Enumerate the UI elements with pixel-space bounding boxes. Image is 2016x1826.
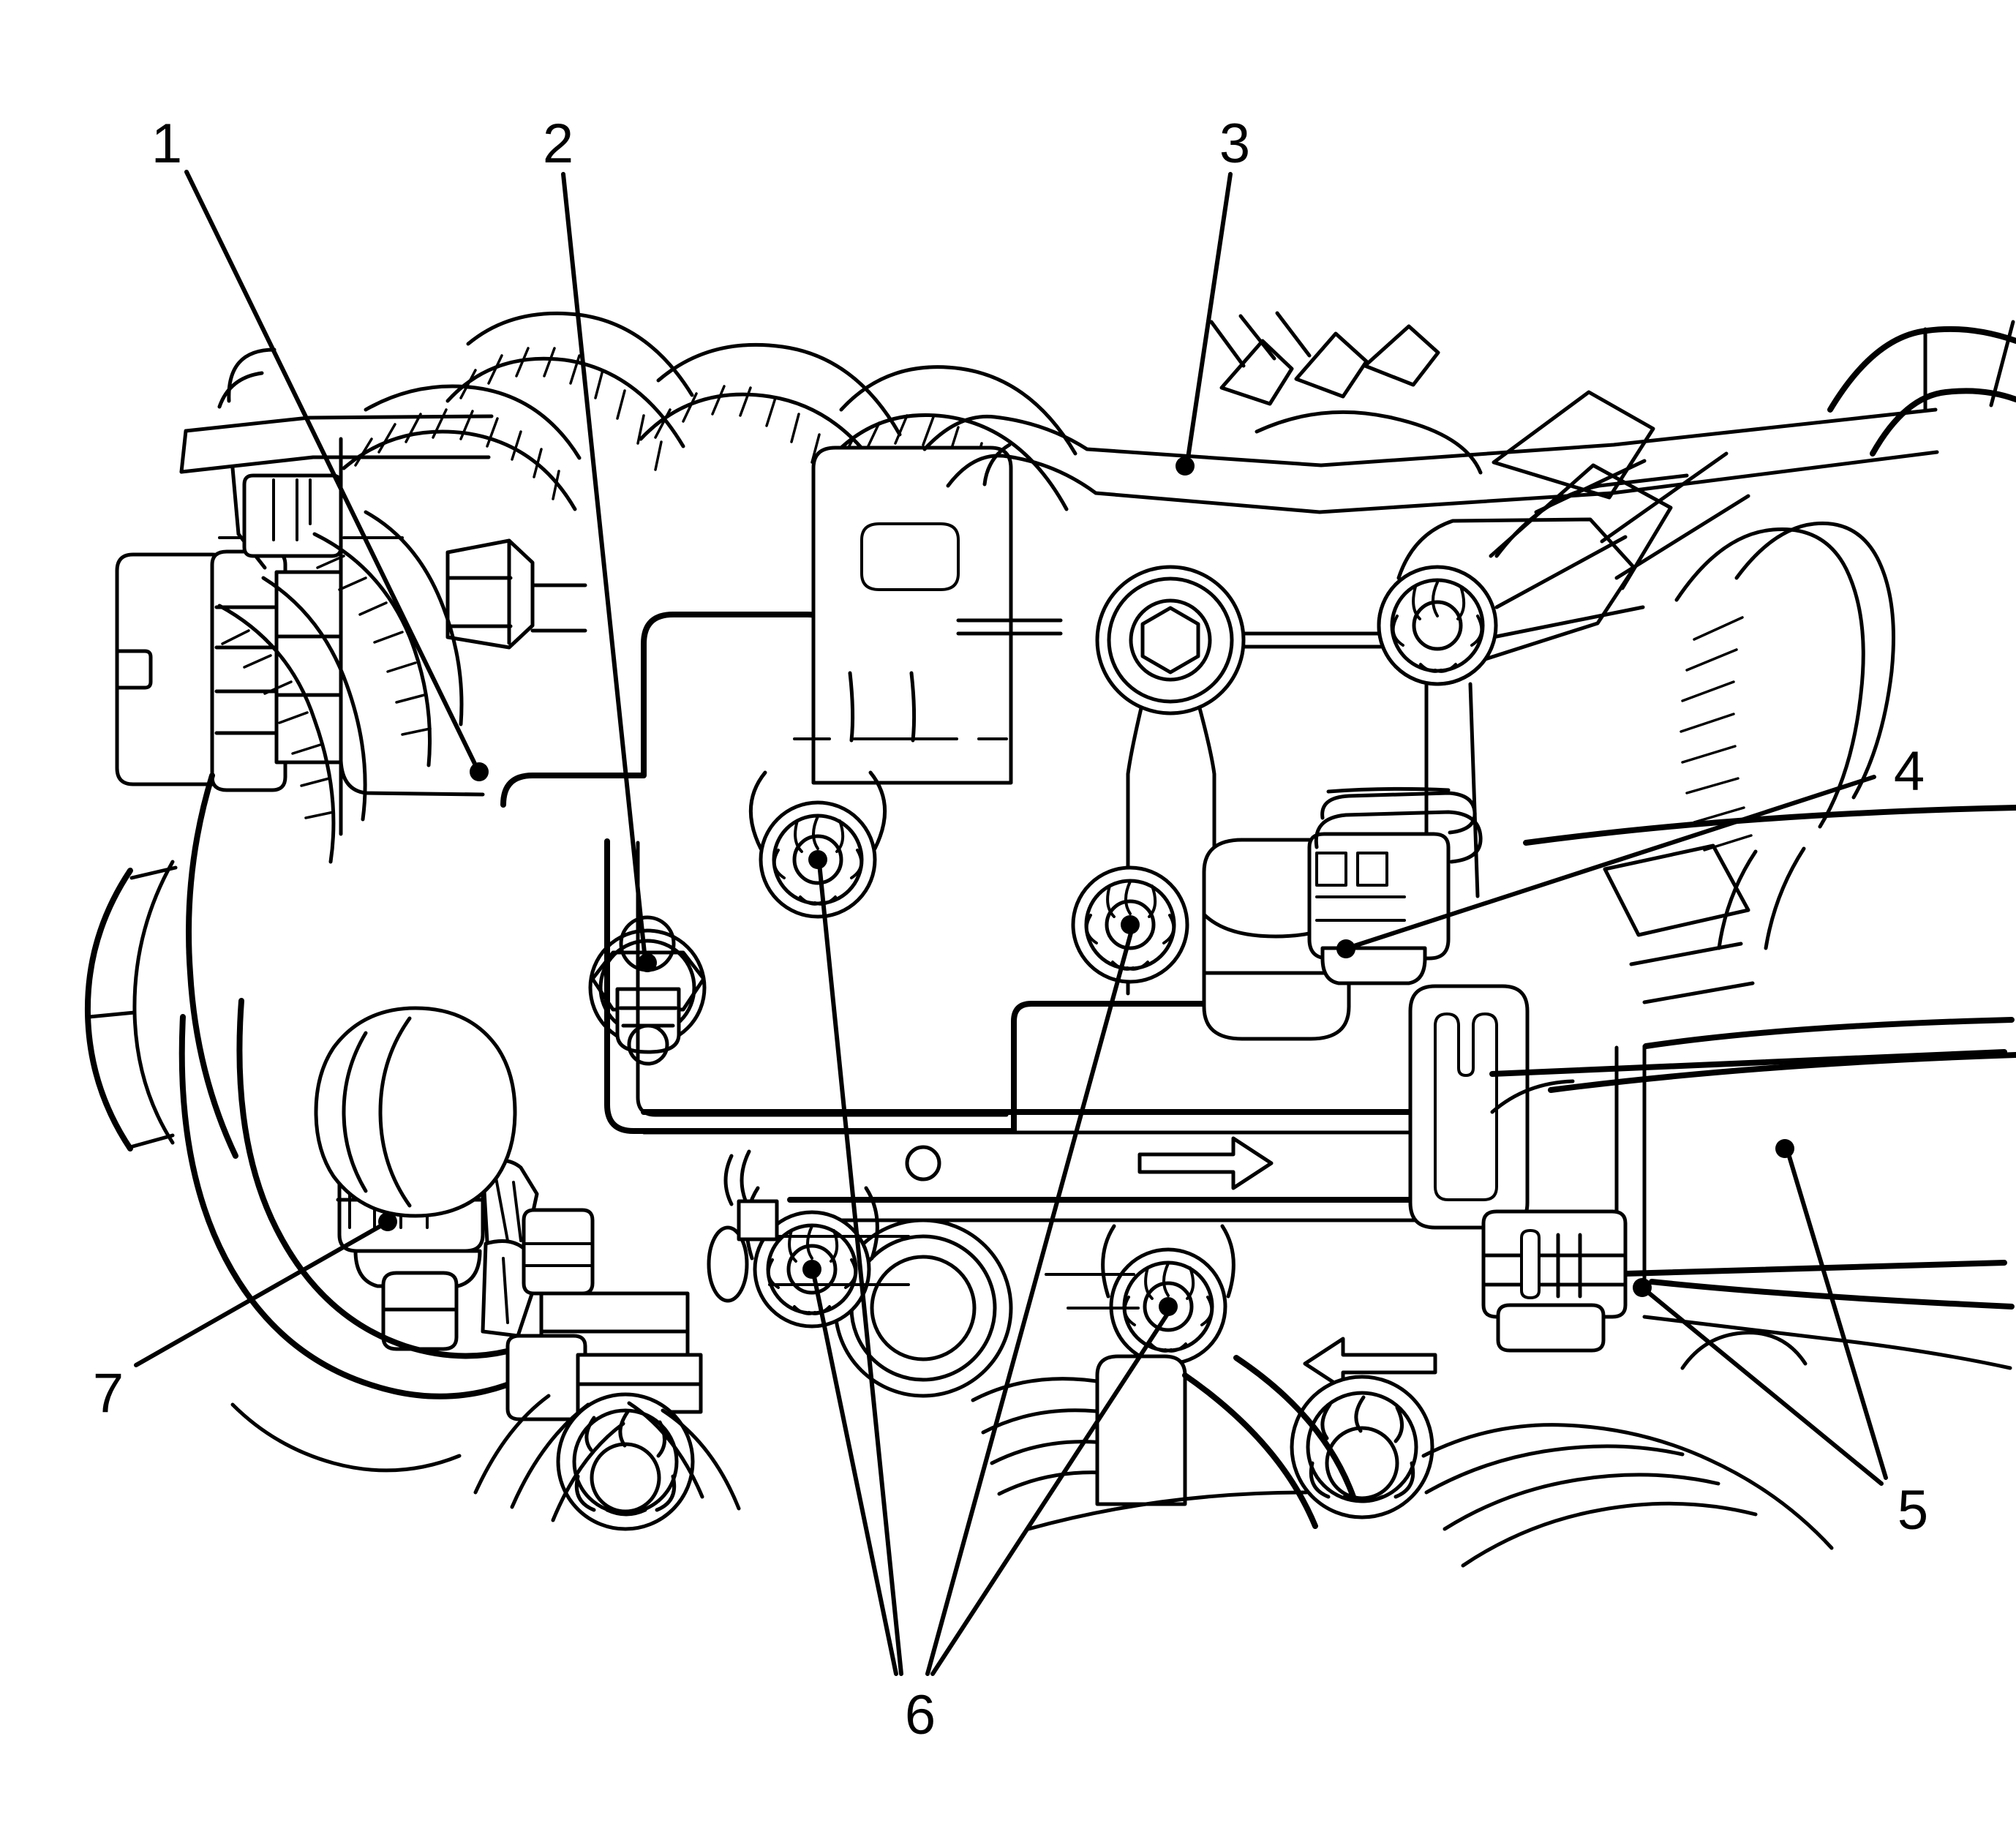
leader-dot-6b [808, 850, 827, 869]
leader-line-5b [1644, 1288, 1884, 1486]
lower-hose-2 [1182, 1372, 1318, 1529]
bottom-contours-right-4 [1421, 1423, 1834, 1550]
callout-number-4: 4 [1894, 740, 1925, 803]
callout-leaders [134, 170, 1888, 1676]
wire-group [1255, 410, 1483, 475]
block-oval-detail [707, 1225, 749, 1303]
leader-dot-5b [1633, 1278, 1652, 1297]
lower-rail [1026, 1490, 1309, 1531]
flow-arrow-left-icon [1303, 1337, 1437, 1391]
wire-retainer-shapes [1219, 331, 1369, 406]
lower-right-fitting [1680, 1331, 1808, 1370]
center-rib-block [1095, 1354, 1187, 1506]
lower-hose-1 [1233, 1355, 1356, 1500]
leader-line-2 [561, 172, 647, 962]
corrugated-harness-upper-left [217, 311, 1077, 864]
leader-dot-7 [378, 1212, 397, 1231]
callout-number-2: 2 [543, 113, 573, 175]
leader-dot-6d [1159, 1297, 1178, 1316]
upper-right-bar [1600, 451, 1750, 580]
hose-hatch-marks [1209, 311, 1312, 368]
leader-line-6c [925, 925, 1135, 1676]
leader-line-1 [184, 170, 479, 770]
intake-duct [1481, 1044, 2012, 1370]
block-left-edge [604, 838, 1017, 1134]
leader-dot-1 [470, 762, 489, 781]
right-bar-bottom [1548, 1052, 2016, 1093]
torx-fastener-upper-right [1377, 463, 1673, 898]
callout-number-6: 6 [905, 1684, 936, 1746]
duct-upper-edge [1643, 1017, 2015, 1049]
leader-dot-5a [1775, 1139, 1794, 1158]
leader-dot-2 [638, 953, 657, 972]
leader-line-6b [817, 861, 903, 1676]
callout-number-5: 5 [1897, 1479, 1928, 1541]
callout-numbers: 1 2 3 4 5 6 7 [93, 113, 1928, 1746]
leader-dot-4 [1336, 939, 1355, 958]
leader-dot-3 [1176, 456, 1195, 476]
housing-top-edge-2 [179, 414, 494, 474]
small-hole-boss [905, 1145, 941, 1181]
cover-hatch-lines [753, 1235, 1140, 1310]
duct-lower-edge [1649, 1279, 2015, 1310]
bottom-contours-right-3 [1461, 1501, 1758, 1568]
housing-corner-curve [217, 371, 264, 409]
callout-number-1: 1 [151, 113, 182, 175]
wire-retainer-3 [1363, 324, 1440, 387]
housing-corner-curve-2 [227, 347, 277, 403]
engine-assembly-artwork [84, 311, 2016, 1568]
bottom-contours-left-2 [627, 1401, 741, 1511]
leader-line-4 [1347, 775, 1876, 950]
cylinder-boss [833, 1218, 1013, 1398]
lower-left-hose-seam [230, 1402, 462, 1473]
small-square-boss [737, 1199, 779, 1241]
housing-top-edge [179, 455, 491, 474]
sensor-body-lower-left [314, 1006, 517, 1218]
connector-block-left [115, 549, 343, 792]
bottom-contours-right-1 [1424, 1444, 1685, 1495]
leader-line-5a [1786, 1149, 1888, 1480]
left-small-hose [186, 773, 238, 1159]
hex-socket-bolt [956, 565, 1385, 996]
right-bar-top [1523, 805, 2016, 846]
torx-fastener-bottom-right [1290, 1375, 1434, 1519]
leader-line-7 [134, 1221, 388, 1367]
cooling-fins [971, 1377, 1146, 1496]
leader-line-3 [1185, 172, 1233, 465]
leader-line-6d [930, 1307, 1173, 1676]
hex-nut-left [445, 538, 587, 650]
throttle-body-ring [84, 860, 178, 1151]
bottom-contours-right-2 [1443, 1473, 1720, 1531]
upper-right-clip [1492, 390, 1655, 500]
lower-left-hose-outer [178, 1014, 530, 1399]
upper-hose-tube [922, 407, 1939, 514]
bottom-contours-left [473, 1394, 625, 1522]
retaining-clip [1408, 984, 1530, 1230]
leader-dot-6a [802, 1260, 821, 1279]
panel-rect-1 [1603, 844, 1750, 937]
upper-right-tube-seams [1923, 320, 2015, 412]
leader-line-6a [811, 1271, 898, 1676]
block-step-right [1011, 1001, 1342, 1134]
corrugated-hose-right [1674, 521, 1895, 950]
flow-arrow-right-icon [1137, 1136, 1274, 1190]
leader-dot-6c [1121, 915, 1140, 934]
callout-number-3: 3 [1219, 113, 1250, 175]
callout-number-7: 7 [93, 1362, 124, 1424]
lower-left-hose-inner [236, 998, 550, 1359]
right-arm-upper [1494, 473, 1689, 558]
mounting-bracket-slot [793, 446, 1013, 785]
panel-hatch-1 [1629, 942, 1755, 1004]
